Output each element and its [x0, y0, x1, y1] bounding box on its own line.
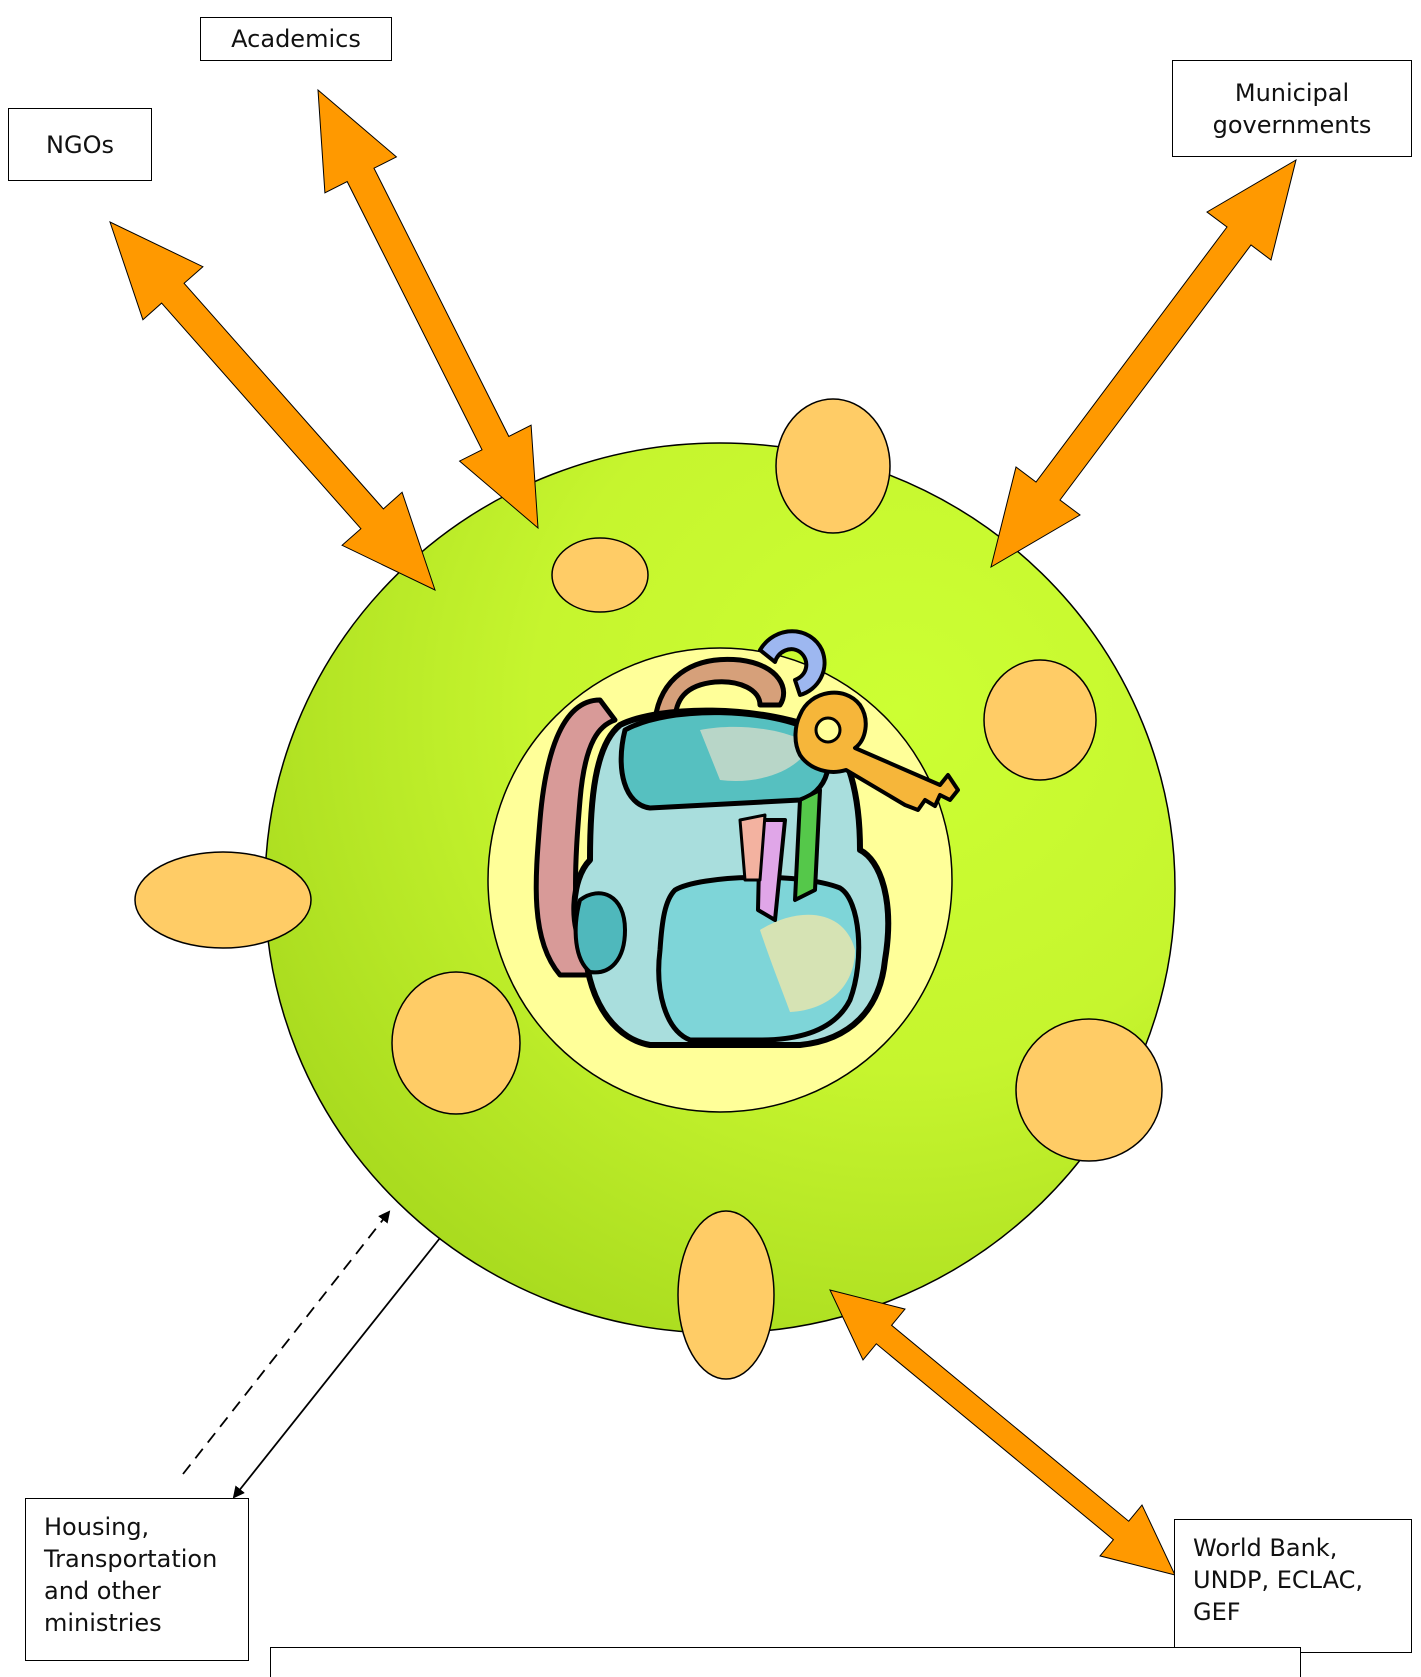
- arrow-municipal: [991, 160, 1296, 567]
- bottom-caption-box: [270, 1647, 1301, 1677]
- dashed-arrow-to-circle: [183, 1212, 389, 1474]
- satellite-right-upper: [984, 660, 1096, 780]
- label-world-bank-undp-eclac-gef: World Bank, UNDP, ECLAC, GEF: [1174, 1519, 1412, 1653]
- arrow-ngos: [110, 222, 435, 590]
- label-housing-transportation-ministries: Housing, Transportation and other minist…: [25, 1498, 249, 1661]
- label-academics: Academics: [200, 17, 392, 61]
- satellite-lower-left: [392, 972, 520, 1114]
- label-ngos: NGOs: [8, 108, 152, 181]
- arrow-academics: [318, 90, 538, 528]
- satellite-top: [776, 399, 890, 533]
- satellite-left: [135, 852, 311, 948]
- satellite-upper-left: [552, 538, 648, 612]
- arrow-worldbank: [830, 1290, 1175, 1575]
- satellite-right-lower: [1016, 1019, 1162, 1161]
- label-municipal-governments: Municipal governments: [1172, 60, 1412, 157]
- satellite-bottom: [678, 1211, 774, 1379]
